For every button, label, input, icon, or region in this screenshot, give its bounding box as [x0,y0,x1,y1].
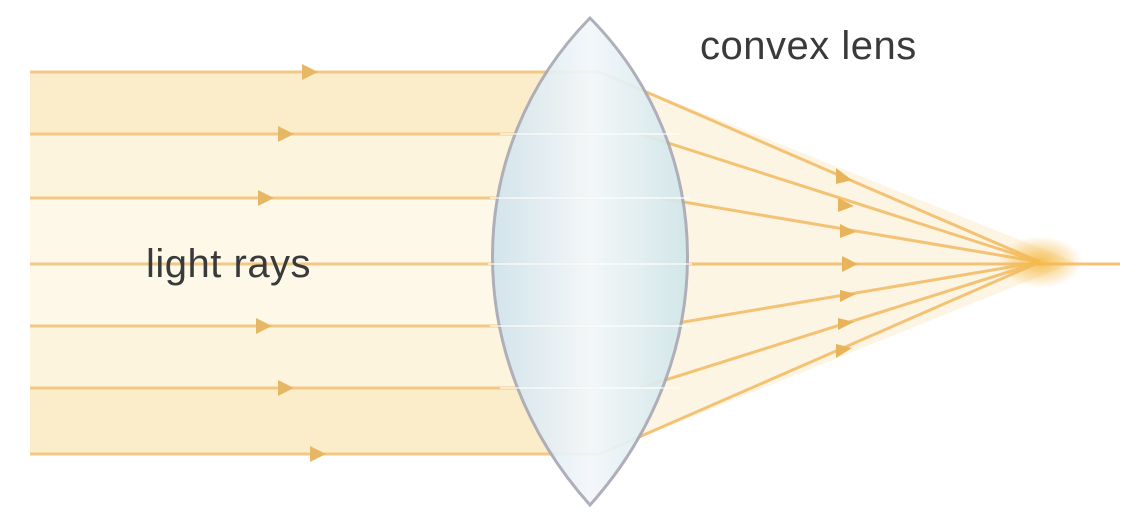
focal-point [998,236,1082,288]
rays-label: light rays [146,242,311,287]
ray-band [30,72,590,134]
ray-band [30,388,590,454]
lens-label: convex lens [700,24,917,69]
